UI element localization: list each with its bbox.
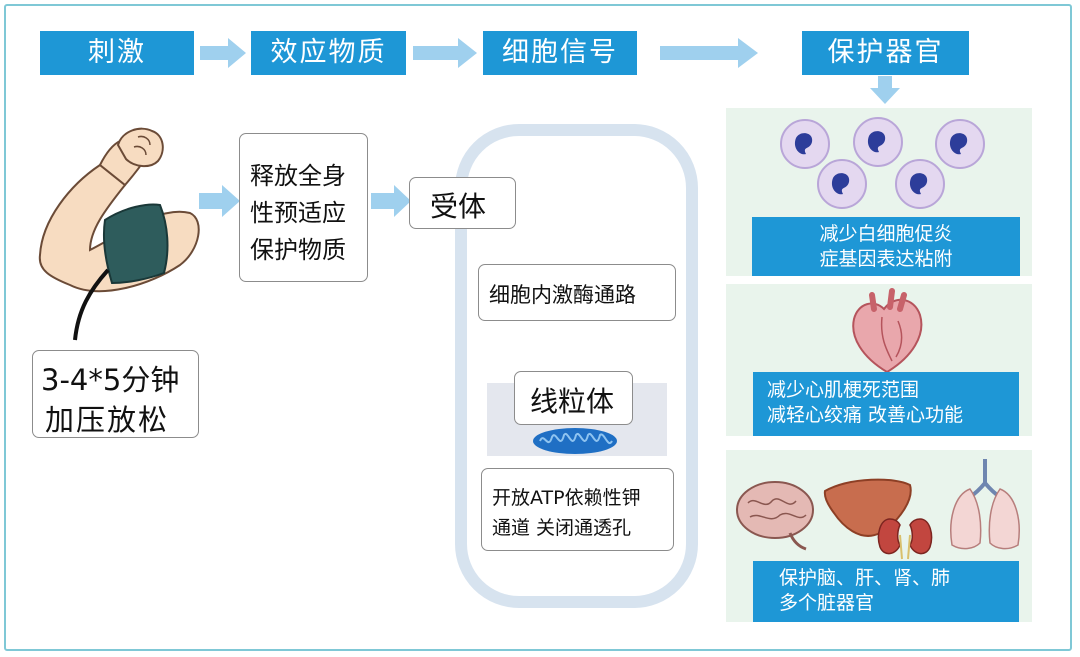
release-line-1: 释放全身 (250, 162, 346, 190)
header-stimulus: 刺激 (40, 31, 194, 75)
mitochondrion-icon (533, 428, 617, 454)
channel-line-2: 通道 关闭通透孔 (492, 517, 632, 539)
organs-illustration (736, 459, 1020, 560)
release-line-3: 保护物质 (250, 236, 346, 264)
release-line-2: 性预适应 (250, 199, 346, 227)
release-box: 释放全身 性预适应 保护物质 (239, 133, 368, 282)
receptor-box: 受体 (409, 177, 516, 229)
header-arrow-1 (200, 38, 246, 68)
channel-box: 开放ATP依赖性钾 通道 关闭通透孔 (481, 468, 674, 551)
brain-icon (736, 481, 814, 551)
kidney-icon (877, 518, 933, 560)
header-effector: 效应物质 (251, 31, 406, 75)
cuff-instruction-box: 3-4*5分钟 加压放松 (32, 350, 199, 438)
kinase-box: 细胞内激酶通路 (478, 264, 676, 321)
wbc-line-2: 症基因表达粘附 (819, 248, 953, 270)
header-signal: 细胞信号 (483, 31, 637, 75)
arm-to-release-arrow (199, 185, 240, 217)
arm-cuff-illustration (38, 127, 200, 341)
wbc-line-1: 减少白细胞促炎 (819, 223, 953, 245)
channel-line-1: 开放ATP依赖性钾 (492, 487, 641, 509)
header-arrow-2 (413, 38, 477, 68)
heart-line-1: 减少心肌梗死范围 (767, 379, 920, 401)
receptor-label: 受体 (430, 190, 487, 223)
mito-label: 线粒体 (530, 385, 615, 418)
white-blood-cells-illustration (780, 117, 985, 209)
cuff-line-1: 3-4*5分钟 (41, 363, 180, 397)
kinase-label: 细胞内激酶通路 (489, 283, 636, 307)
heart-banner: 减少心肌梗死范围 减轻心绞痛 改善心功能 (753, 372, 1019, 436)
cuff-line-2: 加压放松 (45, 403, 170, 437)
organs-line-2: 多个脏器官 (779, 592, 875, 614)
organs-banner: 保护脑、肝、肾、肺 多个脏器官 (753, 561, 1019, 622)
header-organ: 保护器官 (802, 31, 969, 75)
heart-illustration (852, 288, 923, 374)
mito-box: 线粒体 (514, 371, 633, 425)
lungs-icon (950, 459, 1020, 550)
organs-line-1: 保护脑、肝、肾、肺 (779, 567, 951, 589)
organ-down-arrow (870, 76, 900, 104)
heart-line-2: 减轻心绞痛 改善心功能 (767, 404, 964, 426)
header-arrow-3 (660, 38, 758, 68)
release-to-receptor-arrow (371, 185, 411, 217)
wbc-banner: 减少白细胞促炎 症基因表达粘附 (752, 217, 1020, 276)
